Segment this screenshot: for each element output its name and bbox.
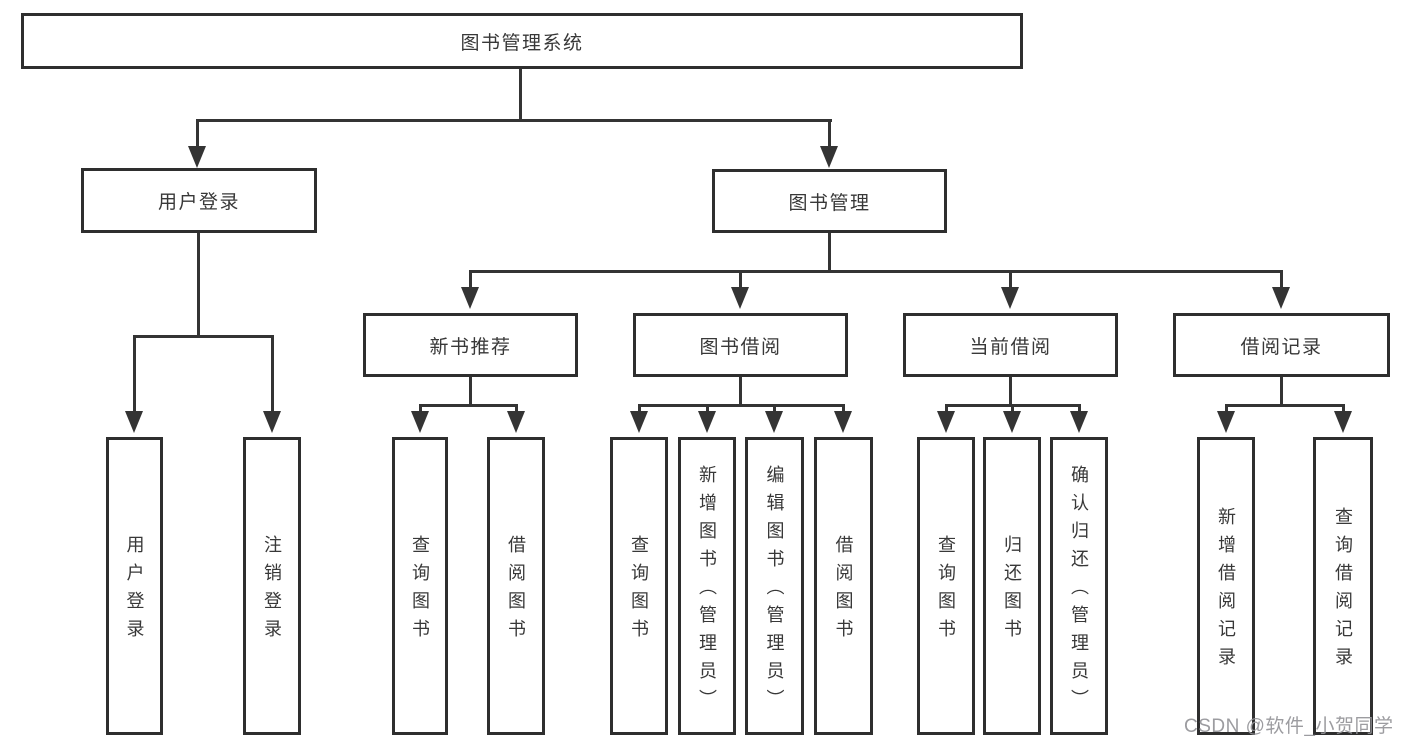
arrowhead	[1217, 411, 1235, 433]
connector-user-login-bus	[133, 335, 274, 338]
leaf-query-books-recommend: 查询图书	[392, 437, 448, 735]
leaf-logout: 注销登录	[243, 437, 301, 735]
node-new-book-recommend: 新书推荐	[363, 313, 578, 377]
leaf-user-login-label: 用户登录	[124, 535, 145, 647]
leaf-query-books-current-label: 查询图书	[936, 535, 956, 647]
node-library-system-label: 图书管理系统	[460, 32, 584, 54]
connector-stem	[419, 404, 422, 414]
leaf-logout-label: 注销登录	[262, 535, 282, 647]
arrowhead	[1334, 411, 1352, 433]
leaf-add-borrow-record-label: 新增借阅记录	[1216, 507, 1236, 675]
arrowhead	[630, 411, 648, 433]
connector-book-management-bus	[469, 270, 1283, 273]
connector-to-borrow-record-stem	[1280, 270, 1283, 289]
leaf-query-borrow-record-label: 查询借阅记录	[1333, 507, 1353, 675]
arrowhead	[698, 411, 716, 433]
arrowhead	[411, 411, 429, 433]
arrowhead-to-book-borrow	[731, 287, 749, 309]
node-current-borrow-label: 当前借阅	[969, 336, 1052, 358]
connector-stem	[638, 404, 641, 414]
connector-to-book-management-stem	[828, 119, 831, 148]
leaf-query-books-current: 查询图书	[917, 437, 975, 735]
leaf-query-books-borrow: 查询图书	[610, 437, 668, 735]
node-book-management: 图书管理	[712, 169, 947, 233]
connector-stem	[1342, 404, 1345, 414]
connector-user-login-stem	[197, 233, 200, 337]
leaf-confirm-return-admin-label: 确认归还（管理员）	[1069, 465, 1089, 717]
connector-book-management-stem	[828, 233, 831, 272]
node-user-login: 用户登录	[81, 168, 317, 233]
node-user-login-label: 用户登录	[157, 192, 240, 213]
arrowhead	[1070, 411, 1088, 433]
connector-stem	[1078, 404, 1081, 414]
connector-to-new-book-stem	[469, 270, 472, 289]
connector-new-book-stem	[469, 377, 472, 406]
connector-root-bus	[196, 119, 832, 122]
connector-book-borrow-bus	[638, 404, 845, 407]
arrowhead	[834, 411, 852, 433]
connector-stem	[515, 404, 518, 414]
connector-leaf-user-login-stem	[133, 335, 136, 412]
connector-to-book-borrow-stem	[739, 270, 742, 289]
arrowhead	[937, 411, 955, 433]
connector-borrow-record-bus	[1225, 404, 1345, 407]
connector-root-stem	[519, 69, 522, 121]
connector-leaf-logout-stem	[271, 335, 274, 412]
leaf-add-books-admin-label: 新增图书（管理员）	[697, 465, 717, 717]
node-book-borrow-label: 图书借阅	[699, 336, 782, 358]
leaf-borrow-books-recommend-label: 借阅图书	[506, 535, 526, 647]
connector-to-current-borrow-stem	[1009, 270, 1012, 289]
leaf-edit-books-admin: 编辑图书（管理员）	[745, 437, 804, 735]
leaf-query-borrow-record: 查询借阅记录	[1313, 437, 1373, 735]
node-book-management-label: 图书管理	[788, 192, 871, 214]
arrowhead	[507, 411, 525, 433]
connector-stem	[945, 404, 948, 414]
watermark: CSDN @软件_小贺同学	[1184, 716, 1394, 737]
connector-current-borrow-stem2	[1009, 377, 1012, 406]
node-new-book-recommend-label: 新书推荐	[429, 336, 512, 358]
leaf-return-books: 归还图书	[983, 437, 1041, 735]
connector-stem	[773, 404, 776, 414]
leaf-query-books-recommend-label: 查询图书	[410, 535, 430, 647]
arrowhead-leaf-user-login	[125, 411, 143, 433]
arrowhead-to-new-book	[461, 287, 479, 309]
connector-stem	[842, 404, 845, 414]
arrowhead	[1003, 411, 1021, 433]
leaf-user-login: 用户登录	[106, 437, 163, 735]
leaf-edit-books-admin-label: 编辑图书（管理员）	[764, 465, 785, 717]
leaf-add-books-admin: 新增图书（管理员）	[678, 437, 736, 735]
connector-to-user-login-stem	[196, 119, 199, 148]
connector-stem	[706, 404, 709, 414]
arrowhead-leaf-logout	[263, 411, 281, 433]
leaf-query-books-borrow-label: 查询图书	[629, 535, 649, 647]
arrowhead-to-current-borrow	[1001, 287, 1019, 309]
arrowhead	[765, 411, 783, 433]
node-borrow-record: 借阅记录	[1173, 313, 1390, 377]
arrowhead-to-borrow-record	[1272, 287, 1290, 309]
connector-new-book-bus	[419, 404, 518, 407]
leaf-borrow-books: 借阅图书	[814, 437, 873, 735]
node-current-borrow: 当前借阅	[903, 313, 1118, 377]
connector-stem	[1225, 404, 1228, 414]
node-library-system: 图书管理系统	[21, 13, 1023, 69]
arrowhead-to-user-login	[188, 146, 206, 168]
connector-stem	[1011, 404, 1014, 414]
leaf-borrow-books-recommend: 借阅图书	[487, 437, 545, 735]
connector-book-borrow-stem2	[739, 377, 742, 406]
leaf-borrow-books-label: 借阅图书	[833, 535, 854, 647]
leaf-confirm-return-admin: 确认归还（管理员）	[1050, 437, 1108, 735]
leaf-return-books-label: 归还图书	[1002, 535, 1022, 647]
leaf-add-borrow-record: 新增借阅记录	[1197, 437, 1255, 735]
node-borrow-record-label: 借阅记录	[1240, 336, 1323, 358]
node-book-borrow: 图书借阅	[633, 313, 848, 377]
connector-borrow-record-stem2	[1280, 377, 1283, 406]
arrowhead-to-book-management	[820, 146, 838, 168]
